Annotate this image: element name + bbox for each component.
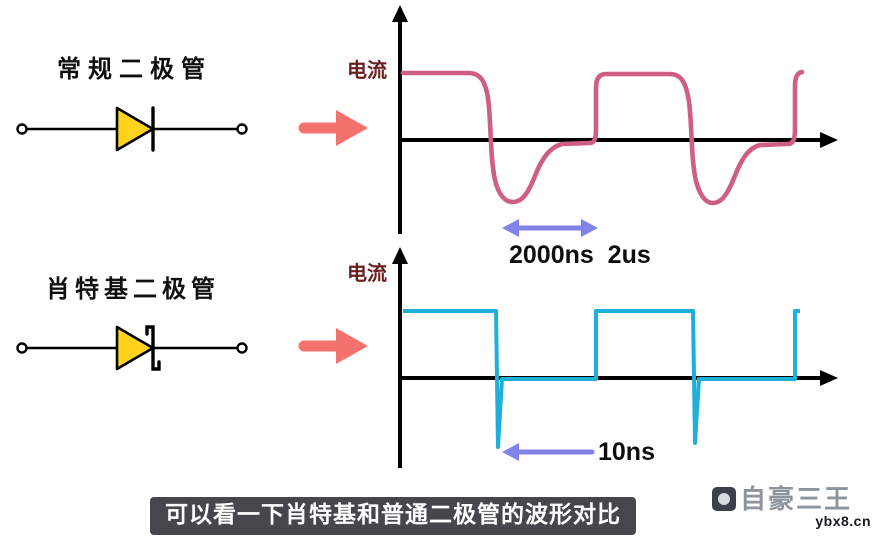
current-axis-label-top: 电流	[347, 60, 387, 82]
recovery-time-label-bottom: 10ns	[598, 438, 655, 466]
span-arrow-left-head	[502, 443, 519, 461]
red-arrow-bottom-icon	[298, 328, 368, 364]
watermark-brand-name: 自豪三王	[740, 484, 853, 514]
red-arrow-head	[336, 110, 368, 146]
x-axis-arrow-icon	[820, 132, 838, 148]
current-axis-label-bottom: 电流	[347, 263, 387, 285]
y-axis-arrow-icon	[392, 5, 408, 22]
schottky-diode-symbol	[16, 325, 248, 371]
subtitle-caption: 可以看一下肖特基和普通二极管的波形对比	[150, 497, 636, 535]
schottky-diode-waveform	[403, 309, 800, 449]
red-arrow-head	[336, 328, 368, 364]
recovery-span-arrow-bottom-icon	[502, 443, 595, 461]
right-terminal-icon	[236, 342, 248, 354]
span-arrow-left-head	[502, 219, 519, 237]
top-chart-axes	[392, 5, 838, 234]
bottom-chart-axes	[392, 247, 838, 468]
regular-diode-symbol	[16, 106, 248, 152]
right-terminal-icon	[236, 123, 248, 135]
diode-triangle-icon	[115, 325, 155, 371]
recovery-span-arrow-top-icon	[502, 219, 598, 237]
schottky-cathode-bar-icon	[145, 325, 161, 371]
recovery-time-label-top: 2000ns 2us	[509, 241, 651, 269]
x-axis-arrow-icon	[820, 370, 838, 386]
watermark: 自豪三王 ybx8.cn	[712, 486, 877, 529]
brand-logo-icon	[712, 487, 736, 511]
span-arrow-right-head	[581, 219, 598, 237]
diode-triangle-icon	[115, 106, 155, 152]
schottky-diode-label: 肖特基二极管	[46, 276, 220, 303]
left-terminal-icon	[16, 123, 28, 135]
watermark-site-url: ybx8.cn	[815, 513, 871, 529]
left-terminal-icon	[16, 342, 28, 354]
y-axis-arrow-icon	[392, 247, 408, 264]
red-arrow-top-icon	[298, 110, 368, 146]
regular-diode-label: 常规二极管	[57, 56, 212, 83]
regular-diode-waveform	[400, 69, 805, 206]
